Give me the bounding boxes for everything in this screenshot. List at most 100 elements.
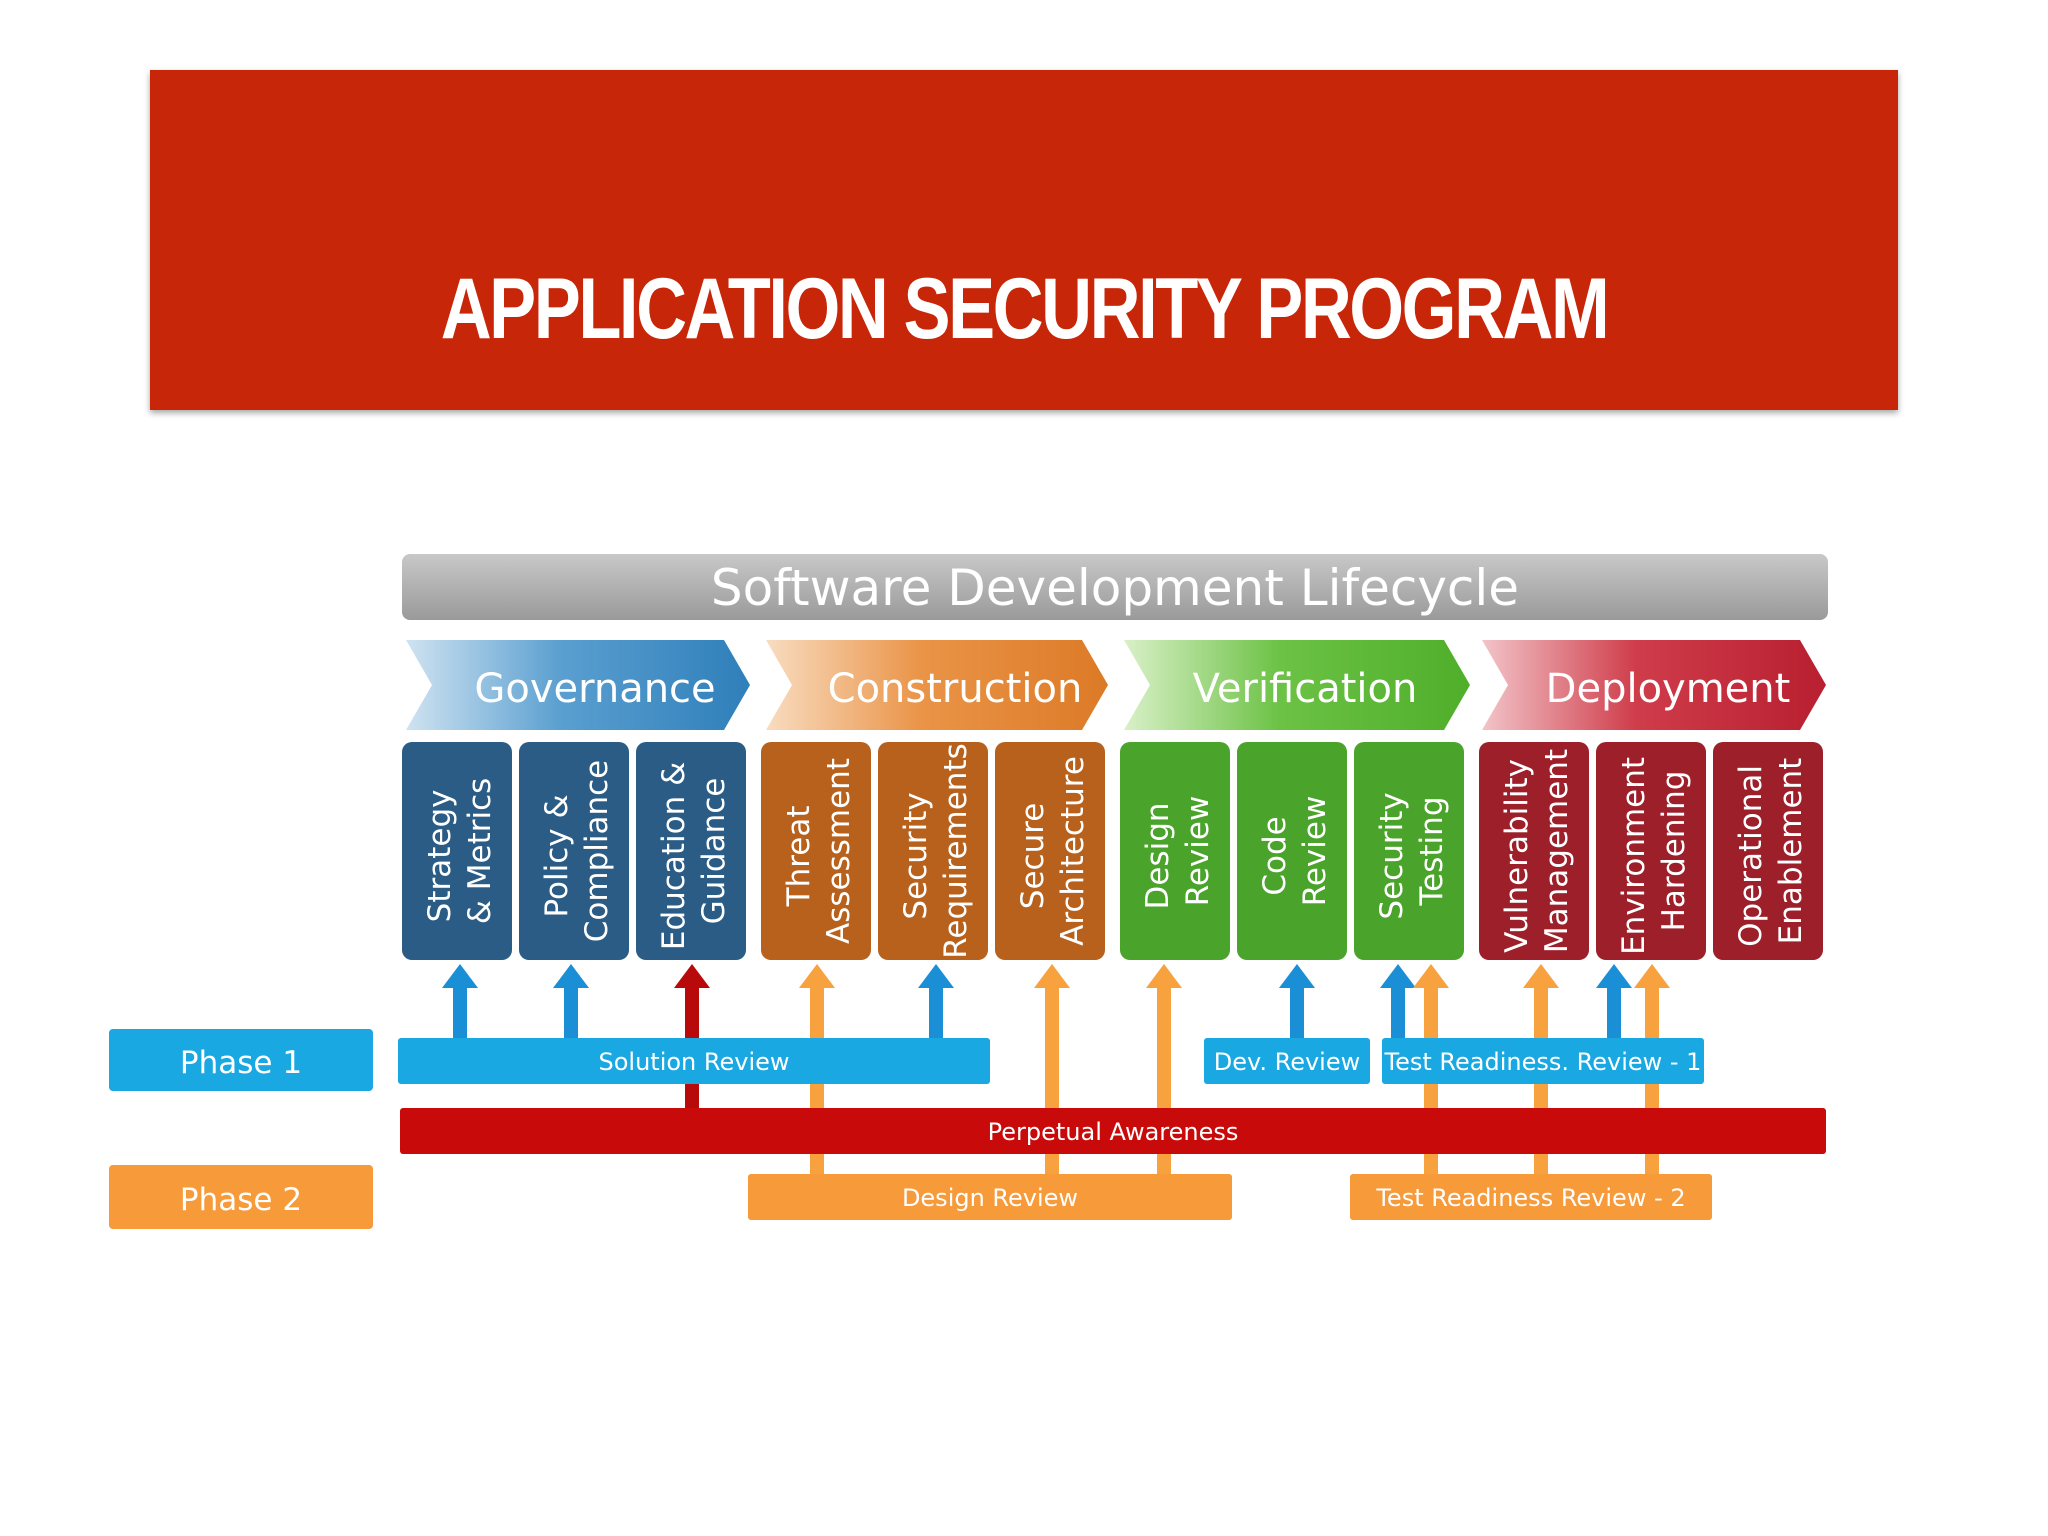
practice-operational-enablement-line1: Operational [1733, 765, 1769, 947]
arrow-head-9 [1146, 964, 1182, 988]
practice-vulnerability-management-line2: Management [1539, 749, 1575, 953]
svg-text:Vulnerability Management: Vulnerability Management [1499, 749, 1575, 953]
practice-code-review-line2: Review [1297, 796, 1333, 907]
svg-text:Security Requirements: Security Requirements [898, 743, 974, 959]
phase-verification-chevron [1124, 640, 1470, 730]
arrow-shaft-5 [1391, 984, 1405, 1040]
practice-environment-hardening-line2: Hardening [1656, 771, 1692, 932]
phase-governance-chevron [406, 640, 750, 730]
practice-design-review-line2: Review [1180, 796, 1216, 907]
practice-vulnerability-management: Vulnerability Management [1479, 742, 1589, 960]
legend-phase-2-swatch [109, 1165, 373, 1229]
practice-security-testing-line2: Testing [1414, 797, 1450, 907]
svg-text:Environment Hardening: Environment Hardening [1616, 747, 1692, 955]
practice-code-review: Code Review [1237, 742, 1347, 960]
phase-verification-label: Verification [1193, 666, 1418, 712]
svg-text:Threat Assessment: Threat Assessment [781, 758, 857, 944]
practice-strategy-metrics-line2: & Metrics [462, 778, 498, 925]
svg-text:Code Review: Code Review [1257, 796, 1333, 907]
phase-construction-chevron [766, 640, 1108, 730]
practice-strategy-metrics: Strategy & Metrics [402, 742, 512, 960]
phase-deployment-chevron [1482, 640, 1826, 730]
arrow-head-awareness [674, 964, 710, 988]
phase-verification: Verification [1124, 640, 1470, 730]
arrow-shaft-3 [929, 984, 943, 1040]
svg-text:Operational Enablement: Operational Enablement [1733, 755, 1809, 947]
bar-perpetual-awareness: Perpetual Awareness [400, 1108, 1826, 1154]
bar-design-review: Design Review [748, 1174, 1232, 1220]
svg-text:Strategy & Metrics: Strategy & Metrics [422, 778, 498, 925]
bar-dev-review-label: Dev. Review [1214, 1048, 1360, 1076]
arrow-head-4 [1279, 964, 1315, 988]
legend-phase-2-label: Phase 2 [180, 1182, 302, 1218]
bar-dev-review: Dev. Review [1204, 1038, 1370, 1084]
bar-solution-review: Solution Review [398, 1038, 990, 1084]
practice-education-guidance: Education & Guidance [636, 742, 746, 960]
sdlc-header-bar [402, 554, 1828, 620]
arrow-head-8 [1034, 964, 1070, 988]
practice-security-requirements-line2: Requirements [938, 743, 974, 959]
practice-secure-architecture-line2: Architecture [1055, 756, 1091, 946]
arrow-shaft-1 [453, 984, 467, 1040]
arrow-head-12 [1634, 964, 1670, 988]
practice-strategy-metrics-line1: Strategy [422, 790, 458, 923]
phase-deployment: Deployment [1482, 640, 1826, 730]
phase-deployment-label: Deployment [1546, 666, 1791, 712]
phase-governance: Governance [406, 640, 750, 730]
arrow-shaft-2 [564, 984, 578, 1040]
practice-threat-assessment-line1: Threat [781, 805, 817, 907]
bar-test-readiness-2: Test Readiness Review - 2 [1350, 1174, 1712, 1220]
phase-construction: Construction [766, 640, 1108, 730]
practice-operational-enablement: Operational Enablement [1713, 742, 1823, 960]
arrow-head-6 [1596, 964, 1632, 988]
svg-text:Education & Guidance: Education & Guidance [656, 752, 732, 950]
practice-security-testing-line1: Security [1374, 792, 1410, 919]
svg-text:Design Review: Design Review [1140, 793, 1216, 910]
arrow-head-5 [1380, 964, 1416, 988]
practice-design-review-line1: Design [1140, 802, 1176, 909]
slide-title: APPLICATION SECURITY PROGRAM [440, 261, 1610, 357]
arrow-head-7 [799, 964, 835, 988]
practice-education-guidance-line2: Guidance [696, 778, 732, 925]
practice-threat-assessment: Threat Assessment [761, 742, 871, 960]
arrow-head-11 [1523, 964, 1559, 988]
arrow-head-1 [442, 964, 478, 988]
bar-perpetual-awareness-label: Perpetual Awareness [988, 1118, 1239, 1146]
legend-phase-1: Phase 1 [109, 1029, 373, 1091]
practice-code-review-line1: Code [1257, 816, 1293, 895]
legend-phase-1-swatch [109, 1029, 373, 1091]
phase-governance-label: Governance [474, 666, 715, 712]
arrow-head-3 [918, 964, 954, 988]
arrow-shaft-4 [1290, 984, 1304, 1040]
bar-test-readiness-2-label: Test Readiness Review - 2 [1375, 1184, 1685, 1212]
title-banner: APPLICATION SECURITY PROGRAM [150, 70, 1898, 410]
practice-security-requirements-line1: Security [898, 792, 934, 919]
bar-solution-review-label: Solution Review [598, 1048, 789, 1076]
practice-threat-assessment-line2: Assessment [821, 758, 857, 944]
svg-text:Policy & Compliance: Policy & Compliance [539, 760, 615, 942]
practice-policy-compliance: Policy & Compliance [519, 742, 629, 960]
practice-environment-hardening-line1: Environment [1616, 757, 1652, 955]
practice-secure-architecture-line1: Secure [1015, 803, 1051, 910]
practice-security-testing: Security Testing [1354, 742, 1464, 960]
practice-policy-compliance-line1: Policy & [539, 794, 575, 917]
practice-design-review: Design Review [1120, 742, 1230, 960]
arrow-head-10 [1413, 964, 1449, 988]
bar-test-readiness-1-label: Test Readiness. Review - 1 [1384, 1048, 1702, 1076]
phase-construction-label: Construction [828, 666, 1083, 712]
practice-secure-architecture: Secure Architecture [995, 742, 1105, 960]
practice-education-guidance-line1: Education & [656, 762, 692, 950]
sdlc-header-label: Software Development Lifecycle [711, 559, 1519, 617]
practice-environment-hardening: Environment Hardening [1596, 742, 1706, 960]
arrow-shaft-6 [1607, 984, 1621, 1040]
arrow-head-2 [553, 964, 589, 988]
bar-design-review-label: Design Review [902, 1184, 1078, 1212]
practice-operational-enablement-line2: Enablement [1773, 758, 1809, 945]
practice-policy-compliance-line2: Compliance [579, 760, 615, 942]
legend-phase-1-label: Phase 1 [180, 1045, 302, 1081]
legend-phase-2: Phase 2 [109, 1165, 373, 1229]
bar-test-readiness-1: Test Readiness. Review - 1 [1382, 1038, 1704, 1084]
svg-text:Security Testing: Security Testing [1374, 782, 1450, 919]
practice-vulnerability-management-line1: Vulnerability [1499, 759, 1535, 953]
